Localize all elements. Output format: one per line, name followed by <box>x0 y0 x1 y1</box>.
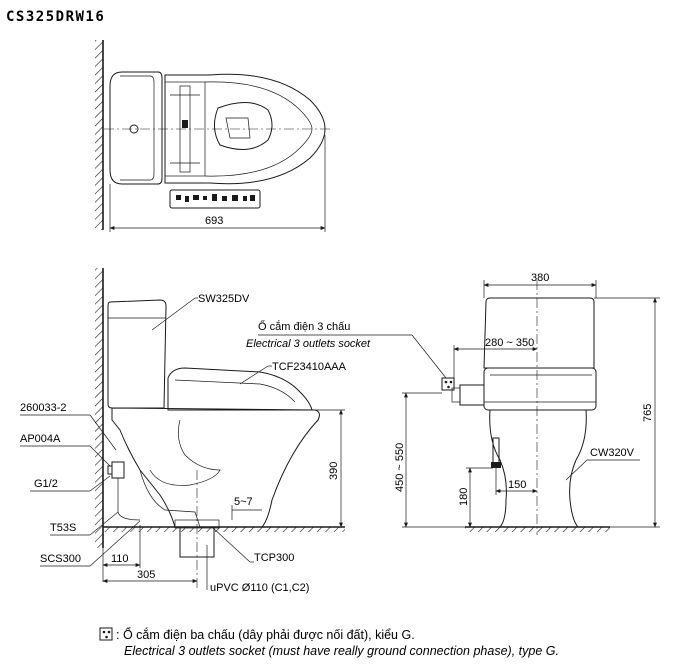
tank-top-outline <box>109 71 163 185</box>
seat-side <box>167 367 313 411</box>
footnote-vi: : Ổ cắm điện ba chấu (dây phải được nối … <box>116 627 415 642</box>
wall-hatch-top <box>95 40 103 230</box>
callout-bowl: CW320V <box>590 447 635 459</box>
dim-380: 380 <box>531 272 549 284</box>
dim-gap: 5~7 <box>234 496 253 508</box>
floor-hatch-front <box>465 527 610 532</box>
callout-pipe-cap: TCP300 <box>254 552 294 564</box>
callout-flange: SCS300 <box>40 553 81 565</box>
callout-seat: TCF23410AAA <box>272 361 347 373</box>
dim-valve-offset: 150 <box>508 479 526 491</box>
dim-693: 693 <box>205 215 223 227</box>
wall-hatch-side <box>95 268 103 548</box>
socket-label-en: Electrical 3 outlets socket <box>246 338 371 350</box>
dim-socket-offset: 280 ~ 350 <box>485 337 534 349</box>
socket-label-vi: Ổ cắm điện 3 chấu <box>258 320 350 333</box>
dim-socket-height: 450 ~ 550 <box>394 443 406 492</box>
footnote-en: Electrical 3 outlets socket (must have r… <box>124 644 559 658</box>
side-view: SW325DV TCF23410AAA 260033-2 AP004A G1/2… <box>20 268 347 594</box>
callout-valve: AP004A <box>20 433 61 445</box>
callout-pipe: uPVC Ø110 (C1,C2) <box>210 582 309 594</box>
front-view: Ổ cắm điện 3 chấu Electrical 3 outlets s… <box>246 272 660 535</box>
footnote: : Ổ cắm điện ba chấu (dây phải được nối … <box>99 627 559 658</box>
callout-thread: G1/2 <box>34 478 58 490</box>
tank-side <box>107 299 167 409</box>
dim-valve-height: 180 <box>458 488 470 506</box>
remote-control <box>169 189 261 209</box>
drawing-title: CS325DRW16 <box>6 9 105 25</box>
callout-hose: T53S <box>50 522 76 534</box>
bowl-front <box>489 409 587 528</box>
dim-390: 390 <box>328 462 340 480</box>
socket-symbol <box>441 377 455 391</box>
floor-hatch-side <box>103 527 345 532</box>
dim-305: 305 <box>137 569 155 581</box>
seat-front <box>483 367 597 411</box>
top-view: 693 <box>95 40 330 232</box>
remote-buttons <box>176 194 255 202</box>
seat-top-outline <box>164 73 326 185</box>
dim-total-height: 765 <box>642 404 654 422</box>
bowl-side <box>111 407 320 528</box>
callout-tank: SW325DV <box>198 293 250 305</box>
tank-front <box>483 297 595 369</box>
electrical-outlet-icon <box>99 627 113 641</box>
callout-260033: 260033-2 <box>20 402 67 414</box>
dim-110: 110 <box>111 553 129 565</box>
